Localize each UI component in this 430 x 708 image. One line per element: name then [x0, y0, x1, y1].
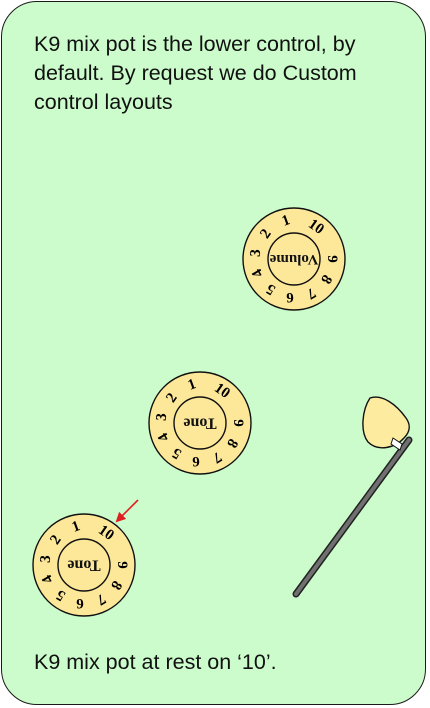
- switch-tip: [363, 397, 409, 448]
- knob-number: 3: [38, 555, 55, 564]
- red-arrow-icon: [117, 500, 138, 521]
- volume-knob[interactable]: Volume 1 2 3 4 5 6 7 8 9 10: [243, 208, 345, 310]
- knob-number: 6: [192, 453, 200, 469]
- knob-number: 9: [114, 561, 130, 569]
- tone-knob-middle-label: Tone: [183, 415, 216, 432]
- knob-number: 3: [248, 249, 265, 258]
- switch-lever: [296, 440, 409, 594]
- knob-number: 3: [154, 413, 171, 422]
- tone-knob-mix[interactable]: Tone 1 2 3 4 5 6 7 8 9 10: [33, 514, 135, 616]
- knob-number: 9: [230, 419, 246, 427]
- knob-number: 6: [76, 595, 84, 611]
- knob-number: 6: [286, 289, 294, 305]
- tone-knob-mix-label: Tone: [67, 557, 100, 574]
- tone-knob-middle[interactable]: Tone 1 2 3 4 5 6 7 8 9 10: [149, 372, 251, 474]
- pickup-selector-switch-icon: [296, 397, 409, 594]
- knob-number: 9: [324, 255, 340, 263]
- volume-knob-label: Volume: [269, 251, 318, 267]
- bottom-caption: K9 mix pot at rest on ‘10’.: [34, 648, 404, 677]
